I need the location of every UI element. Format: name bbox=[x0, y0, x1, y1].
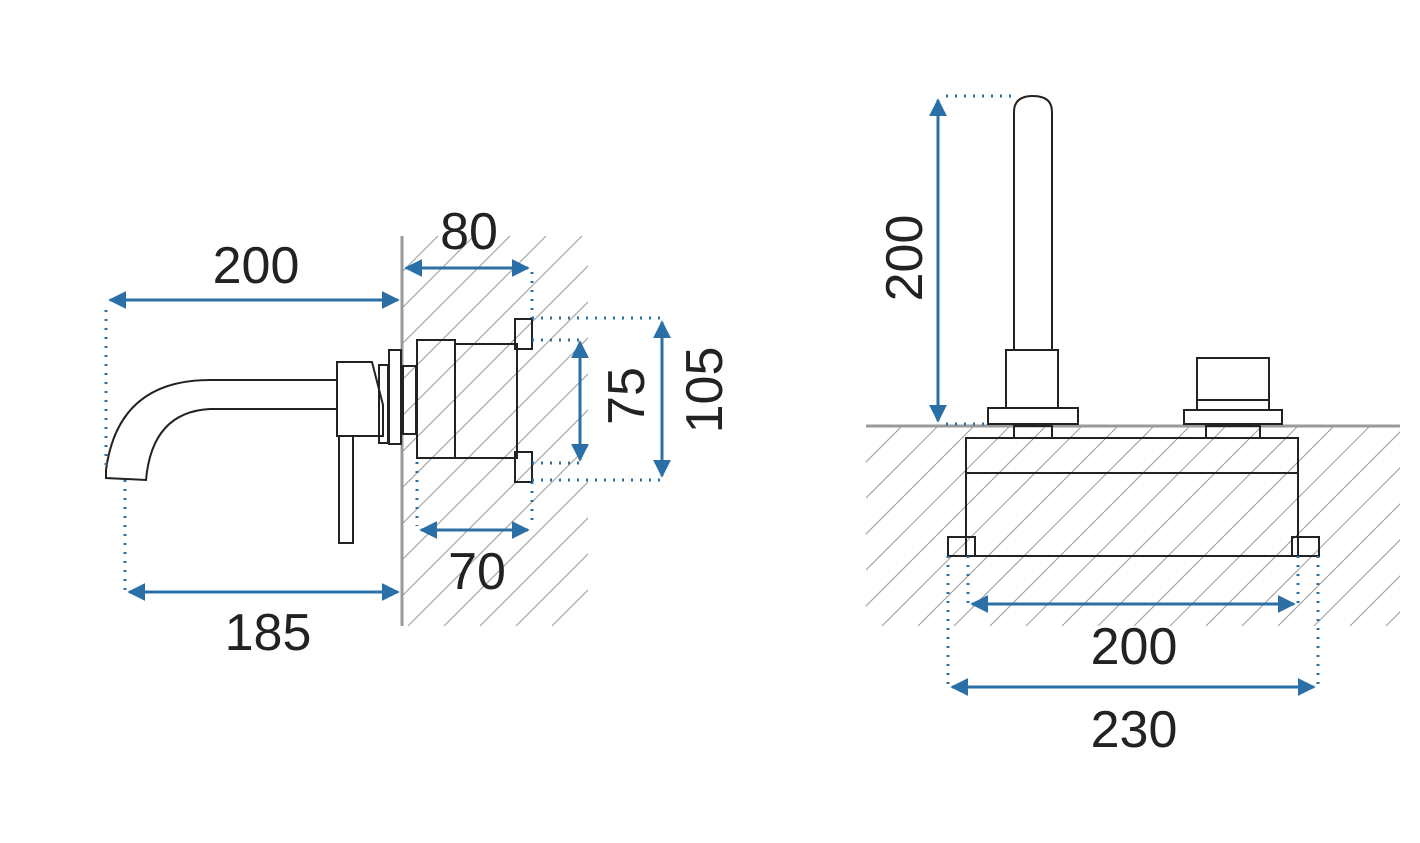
side-wall-hatching bbox=[402, 236, 588, 626]
top-hatch-line bbox=[1133, 426, 1335, 626]
body-foot-left bbox=[947, 536, 976, 557]
top-hatch-line bbox=[1097, 426, 1299, 626]
dim-label-spout-projection: 200 bbox=[213, 237, 300, 295]
side-hatch-line bbox=[402, 265, 588, 453]
top-hatch-line bbox=[1169, 426, 1371, 626]
top-hatch-line bbox=[866, 426, 975, 535]
side-hatch-line bbox=[407, 445, 588, 626]
concealed-body-bottom bbox=[965, 472, 1299, 557]
top-hatch-line bbox=[866, 426, 1047, 607]
top-wall-hatching bbox=[866, 426, 1400, 626]
dim-label-body-depth-outer: 80 bbox=[440, 203, 498, 261]
handle-knob bbox=[1196, 357, 1270, 401]
dim-label-body-height-outer: 105 bbox=[676, 347, 734, 434]
top-hatch-line bbox=[1385, 611, 1400, 626]
dim-label-body-width-inner: 200 bbox=[1091, 618, 1178, 676]
side-hatch-line bbox=[402, 373, 588, 561]
guide-lines-side bbox=[104, 272, 662, 592]
spout-hub bbox=[336, 361, 384, 437]
dim-label-spout-to-wall: 185 bbox=[225, 604, 312, 662]
spout-stem bbox=[1013, 425, 1053, 439]
top-hatch-line bbox=[1313, 539, 1400, 626]
top-hatch-line bbox=[1241, 467, 1400, 626]
side-hatch-line bbox=[443, 481, 588, 626]
top-hatch-line bbox=[866, 426, 903, 463]
concealed-body-rear bbox=[454, 343, 518, 459]
side-hatch-line bbox=[402, 409, 588, 597]
top-hatch-line bbox=[881, 426, 1083, 626]
top-view: 200 200 230 bbox=[866, 94, 1400, 759]
side-view: 200 80 75 105 70 185 bbox=[104, 203, 734, 662]
side-hatch-line bbox=[402, 236, 475, 309]
side-hatch-line bbox=[402, 236, 403, 237]
handle-flange bbox=[1183, 409, 1283, 425]
spout-base bbox=[1005, 349, 1059, 409]
side-hatch-line bbox=[515, 553, 588, 626]
top-hatch-line bbox=[866, 426, 1011, 571]
guide-lines-top bbox=[946, 94, 1320, 688]
side-hatch-line bbox=[402, 236, 547, 381]
spout-flange bbox=[987, 407, 1079, 425]
dim-label-spout-length: 200 bbox=[876, 215, 934, 302]
top-hatch-line bbox=[917, 426, 1119, 626]
side-hatch-line bbox=[402, 236, 511, 345]
top-hatch-line bbox=[1349, 575, 1400, 626]
top-hatch-line bbox=[1277, 503, 1400, 626]
handle-lever bbox=[338, 435, 354, 544]
body-lug-top bbox=[514, 318, 533, 350]
side-hatch-line bbox=[402, 236, 583, 417]
spout-outline bbox=[105, 379, 337, 482]
top-hatch-line bbox=[989, 426, 1191, 626]
side-hatch-line bbox=[402, 301, 588, 489]
dim-label-body-width-outer: 230 bbox=[1091, 701, 1178, 759]
top-hatch-line bbox=[866, 426, 867, 427]
escutcheon-ring bbox=[402, 365, 417, 435]
handle-collar bbox=[1196, 399, 1270, 411]
body-foot-right bbox=[1291, 536, 1320, 557]
spout-pipe bbox=[1013, 94, 1053, 350]
side-hatch-line bbox=[402, 337, 588, 525]
body-lug-bottom bbox=[514, 451, 533, 483]
top-hatch-line bbox=[1061, 426, 1263, 626]
top-hatch-line bbox=[953, 426, 1155, 626]
escutcheon-plate bbox=[388, 349, 402, 445]
dim-label-body-depth-inner: 70 bbox=[448, 543, 506, 601]
side-hatch-line bbox=[479, 517, 588, 626]
top-hatch-line bbox=[1025, 426, 1227, 626]
dim-label-body-height-inner: 75 bbox=[598, 367, 656, 425]
top-hatch-line bbox=[866, 426, 939, 499]
top-hatch-line bbox=[1205, 431, 1400, 626]
